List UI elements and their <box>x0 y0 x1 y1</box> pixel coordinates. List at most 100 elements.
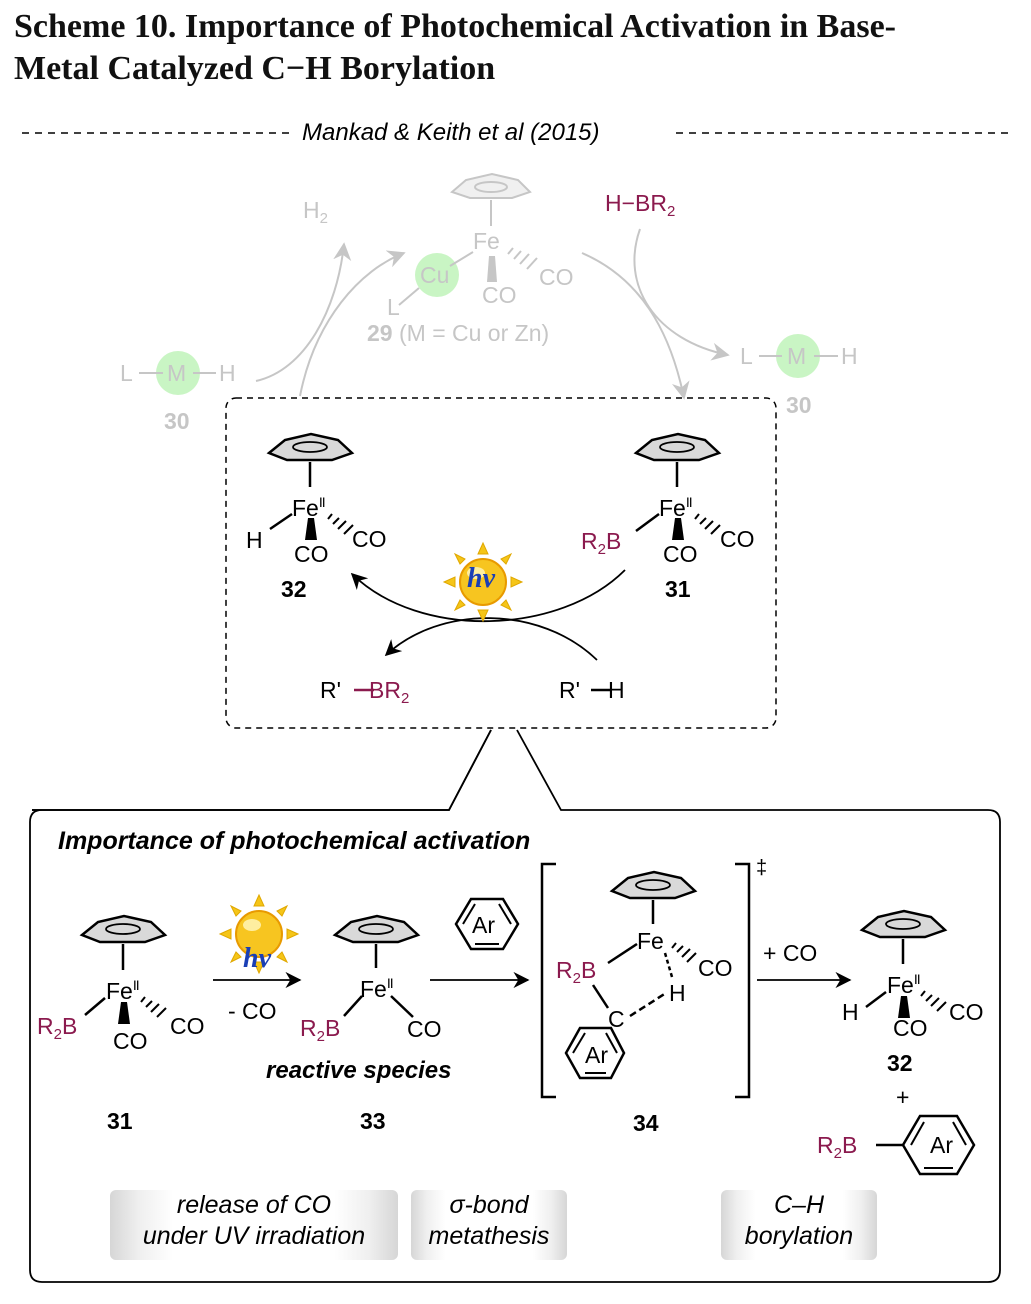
lmh-left-m: M <box>167 360 187 386</box>
ts-dagger: ‡ <box>756 857 768 879</box>
compound-30-left: 30 <box>164 408 190 434</box>
inset-compound-31: 31 <box>665 576 691 602</box>
callout-connector <box>32 729 492 811</box>
panel-31-co-right: CO <box>170 1013 205 1039</box>
compound-29-note: (M = Cu or Zn) <box>398 320 550 346</box>
panel-structure-33 <box>332 914 421 1018</box>
product-b: B <box>841 1132 858 1158</box>
panel-33-r: R <box>300 1015 317 1041</box>
panel-34-c: C <box>608 1006 625 1032</box>
panel-31-fe-text: Fe <box>106 978 133 1004</box>
panel-structure-31 <box>79 914 168 1024</box>
h2-label: H2 <box>303 197 328 232</box>
arrow-to-h2 <box>255 242 352 382</box>
m-highlight-right <box>776 334 820 378</box>
wedge-ghost <box>487 256 497 282</box>
tag-sigma-bond: σ-bond metathesis <box>411 1190 567 1260</box>
panel-33-ox: II <box>386 975 394 991</box>
panel-32-co-right: CO <box>949 999 984 1025</box>
panel-compound-32: 32 <box>887 1050 913 1076</box>
inset-32-co-bottom: CO <box>294 541 329 567</box>
ts-brackets <box>540 862 751 1099</box>
inset-structure-32 <box>266 432 355 540</box>
tag-sigma-bond-line2: metathesis <box>428 1222 550 1250</box>
panel-34-b: B <box>580 957 597 983</box>
panel-33-r-sub: 2 <box>316 1028 325 1045</box>
arene-ar: Ar <box>472 912 495 938</box>
cp-ring-ghost <box>450 172 532 226</box>
co-ghost-right: CO <box>539 264 574 290</box>
inset-32-h: H <box>246 527 263 553</box>
arrow-rh-to-rbr2 <box>384 617 598 661</box>
panel-33-r2b: R2B <box>300 1015 340 1050</box>
panel-compound-34: 34 <box>633 1110 659 1136</box>
tag-co-release-line1: release of CO <box>176 1191 332 1219</box>
light-sun-icon-panel <box>218 893 300 975</box>
inset-31-r: R <box>581 528 598 554</box>
panel-34-r2b: R2B <box>556 957 596 992</box>
panel-31-co-bottom: CO <box>113 1028 148 1054</box>
citation: Mankad & Keith et al (2015) <box>302 119 600 146</box>
aryl-boronate <box>876 1114 976 1176</box>
light-sun-icon-inset <box>442 541 524 623</box>
panel-34-h: H <box>669 980 686 1006</box>
panel-31-r-sub: 2 <box>53 1026 62 1043</box>
panel-31-r2b: R2B <box>37 1013 77 1048</box>
inset-substrate-h: H <box>608 677 625 703</box>
panel-34-co: CO <box>698 955 733 981</box>
panel-32-fe: FeII <box>887 966 921 998</box>
tag-ch-borylation: C–H borylation <box>721 1190 877 1260</box>
inset-31-co-right: CO <box>720 526 755 552</box>
inset-32-fe-text: Fe <box>292 495 319 521</box>
panel-32-ox: II <box>913 971 921 987</box>
minus-co: - CO <box>228 998 277 1024</box>
inset-box <box>225 397 777 729</box>
lmh-right-h: H <box>841 343 858 369</box>
panel-32-fe-text: Fe <box>887 972 914 998</box>
tag-co-release: release of CO under UV irradiation <box>110 1190 398 1260</box>
panel-33-b: B <box>324 1015 341 1041</box>
tag-ch-borylation-line1: C–H <box>773 1191 824 1219</box>
cu-label: Cu <box>420 262 450 288</box>
lmh-right-l: L <box>740 343 753 369</box>
arrow-from-fe <box>581 252 690 400</box>
inset-32-ox: II <box>318 494 326 510</box>
title-line-2: Metal Catalyzed C−H Borylation <box>14 50 496 87</box>
h2-sub: 2 <box>319 210 328 227</box>
co-ghost-bottom: CO <box>482 282 517 308</box>
panel-31-ox: II <box>132 977 140 993</box>
inset-product-sub: 2 <box>400 690 410 707</box>
inset-32-co-right: CO <box>352 526 387 552</box>
panel-32-co-bottom: CO <box>893 1015 928 1041</box>
tag-co-release-line2: under UV irradiation <box>142 1222 366 1250</box>
scheme-title: Scheme 10. Importance of Photochemical A… <box>14 6 1024 90</box>
inset-31-r2b: R2B <box>581 528 621 563</box>
title-line-1: Scheme 10. Importance of Photochemical A… <box>14 8 896 45</box>
tag-sigma-bond-line1: σ-bond <box>449 1191 529 1219</box>
panel-frame <box>29 729 1001 1283</box>
cu-highlight <box>415 253 459 297</box>
panel-hv: hν <box>243 943 271 974</box>
lmh-left-l: L <box>120 360 133 386</box>
inset-substrate-r: R' <box>559 677 581 703</box>
lmh-right-m: M <box>787 343 807 369</box>
panel-31-fe: FeII <box>106 972 140 1004</box>
panel-34-r-sub: 2 <box>572 970 581 987</box>
top-cycle <box>139 172 838 400</box>
inset-substrate: R' H <box>559 677 625 703</box>
compound-29-label: 29 (M = Cu or Zn) <box>367 320 549 346</box>
panel-34-fe: Fe <box>637 928 664 954</box>
product-r2b: R2B <box>817 1132 857 1167</box>
borane-text: H−BR <box>605 190 667 216</box>
inset-31-fe-text: Fe <box>659 495 686 521</box>
product-r-sub: 2 <box>833 1145 842 1162</box>
arrow-31-to-32 <box>350 569 626 623</box>
panel-31-b: B <box>61 1013 78 1039</box>
tag-ch-borylation-line2: borylation <box>744 1222 854 1250</box>
panel-structure-32 <box>859 909 948 1018</box>
panel-34-ar: Ar <box>585 1042 608 1068</box>
borane-sub: 2 <box>667 203 676 220</box>
arrow-to-cu <box>299 250 406 397</box>
inset-product: R'BR2 <box>320 677 409 712</box>
panel-heading: Importance of photochemical activation <box>58 827 531 855</box>
